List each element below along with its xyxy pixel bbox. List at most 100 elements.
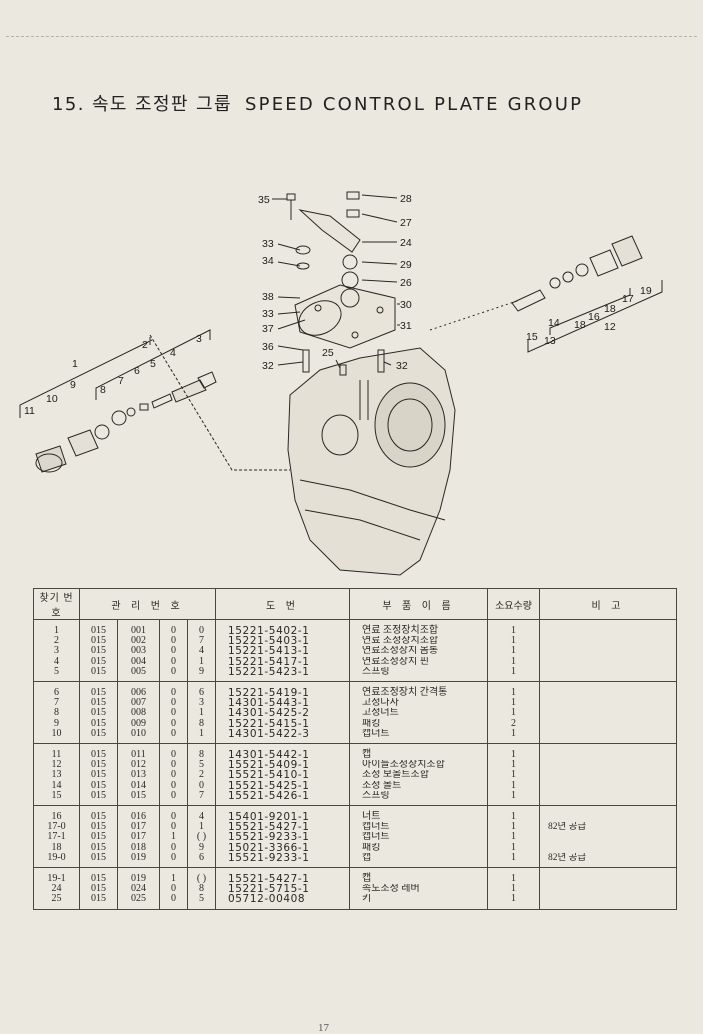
- cell-control-code-3: 0: [159, 728, 188, 745]
- header-quantity: 소요수량: [487, 588, 540, 620]
- cell-drawing-no: 15521-9233-1: [215, 832, 350, 843]
- cell-control-code-1: 015: [79, 790, 118, 807]
- cell-control-code-1: 015: [79, 681, 118, 699]
- cell-control-code-1: 015: [79, 867, 118, 885]
- cell-control-code-1: 015: [79, 619, 118, 637]
- cell-part-name: 연료 조정장치조합: [349, 636, 488, 647]
- cell-control-code-3: 1: [159, 832, 188, 843]
- cell-find-no: 15: [33, 790, 80, 807]
- callout-35: 35: [258, 194, 270, 206]
- cell-part-name: 너트: [349, 805, 488, 823]
- cell-control-code-2: 019: [117, 852, 160, 869]
- cell-find-no: 24: [33, 884, 80, 895]
- cell-control-code-4: 1: [187, 656, 216, 667]
- cell-remarks: 82년 공급: [539, 822, 677, 833]
- cell-find-no: 11: [33, 743, 80, 761]
- callout-4: 4: [170, 347, 176, 359]
- cell-find-no: 16: [33, 805, 80, 823]
- cell-drawing-no: 15521-5427-1: [215, 867, 350, 885]
- cell-control-code-2: 016: [117, 805, 160, 823]
- callout-28: 28: [400, 193, 412, 205]
- cell-control-code-1: 015: [79, 718, 118, 729]
- cell-remarks: [539, 636, 677, 647]
- cell-control-code-4: 3: [187, 698, 216, 709]
- callout-13: 13: [544, 335, 556, 347]
- cell-quantity: 1: [487, 708, 540, 719]
- cell-find-no: 10: [33, 728, 80, 745]
- cell-quantity: 1: [487, 760, 540, 771]
- cell-find-no: 8: [33, 708, 80, 719]
- cell-find-no: 19-0: [33, 852, 80, 869]
- cell-remarks: [539, 805, 677, 823]
- cell-quantity: 1: [487, 743, 540, 761]
- cell-control-code-3: 0: [159, 743, 188, 761]
- cell-part-name: 패킹: [349, 718, 488, 729]
- cell-quantity: 1: [487, 619, 540, 637]
- cell-drawing-no: 15521-9233-1: [215, 852, 350, 869]
- cell-drawing-no: 15221-5715-1: [215, 884, 350, 895]
- cell-quantity: 1: [487, 832, 540, 843]
- cell-control-code-2: 004: [117, 656, 160, 667]
- cell-find-no: 17-1: [33, 832, 80, 843]
- cell-control-code-3: 0: [159, 822, 188, 833]
- cell-control-code-1: 015: [79, 780, 118, 791]
- cell-remarks: [539, 728, 677, 745]
- cell-find-no: 17-0: [33, 822, 80, 833]
- cell-drawing-no: 15221-5423-1: [215, 666, 350, 683]
- header-control-no: 관 리 번 호: [79, 588, 216, 620]
- cell-quantity: 1: [487, 681, 540, 699]
- cell-find-no: 6: [33, 681, 80, 699]
- cell-quantity: 1: [487, 790, 540, 807]
- callout-7: 7: [118, 375, 124, 387]
- cell-control-code-1: 015: [79, 842, 118, 853]
- callout-32-right: 32: [396, 360, 408, 372]
- cell-control-code-3: 0: [159, 698, 188, 709]
- callout-34: 34: [262, 255, 274, 267]
- cell-remarks: [539, 656, 677, 667]
- cell-control-code-1: 015: [79, 852, 118, 869]
- cell-control-code-2: 013: [117, 770, 160, 781]
- cell-control-code-3: 0: [159, 852, 188, 869]
- cell-quantity: 1: [487, 666, 540, 683]
- cell-drawing-no: 15521-5427-1: [215, 822, 350, 833]
- cell-drawing-no: 15221-5419-1: [215, 681, 350, 699]
- callout-31: 31: [400, 320, 412, 332]
- cell-part-name: 연료 조정장치조합: [349, 619, 488, 637]
- cell-part-name: 고정너트: [349, 708, 488, 719]
- cell-control-code-3: 0: [159, 894, 188, 910]
- cell-part-name: 캡: [349, 852, 488, 869]
- cell-drawing-no: 15401-9201-1: [215, 805, 350, 823]
- callout-36: 36: [262, 341, 274, 353]
- cell-part-name: 조정 보올트조합: [349, 770, 488, 781]
- cell-find-no: 13: [33, 770, 80, 781]
- cell-find-no: 5: [33, 666, 80, 683]
- cell-drawing-no: 14301-5442-1: [215, 743, 350, 761]
- cell-part-name: 스프링: [349, 666, 488, 683]
- cell-control-code-1: 015: [79, 646, 118, 657]
- cell-quantity: 1: [487, 805, 540, 823]
- header-drawing-no: 도 번: [215, 588, 350, 620]
- cell-control-code-3: 0: [159, 842, 188, 853]
- callout-18-left: 18: [574, 319, 586, 331]
- cell-quantity: 2: [487, 718, 540, 729]
- header-remarks: 비 고: [539, 588, 677, 620]
- callout-3: 3: [196, 333, 202, 345]
- cell-control-code-2: 010: [117, 728, 160, 745]
- cell-find-no: 7: [33, 698, 80, 709]
- cell-remarks: [539, 780, 677, 791]
- cell-quantity: 1: [487, 646, 540, 657]
- cell-quantity: 1: [487, 852, 540, 869]
- cell-control-code-2: 008: [117, 708, 160, 719]
- cell-control-code-4: 6: [187, 852, 216, 869]
- cell-remarks: [539, 666, 677, 683]
- cell-control-code-1: 015: [79, 832, 118, 843]
- cell-remarks: [539, 698, 677, 709]
- cell-control-code-2: 019: [117, 867, 160, 885]
- cell-quantity: 1: [487, 656, 540, 667]
- cell-remarks: [539, 842, 677, 853]
- cell-control-code-1: 015: [79, 805, 118, 823]
- cell-part-name: 캡너트: [349, 728, 488, 745]
- cell-drawing-no: 14301-5425-2: [215, 708, 350, 719]
